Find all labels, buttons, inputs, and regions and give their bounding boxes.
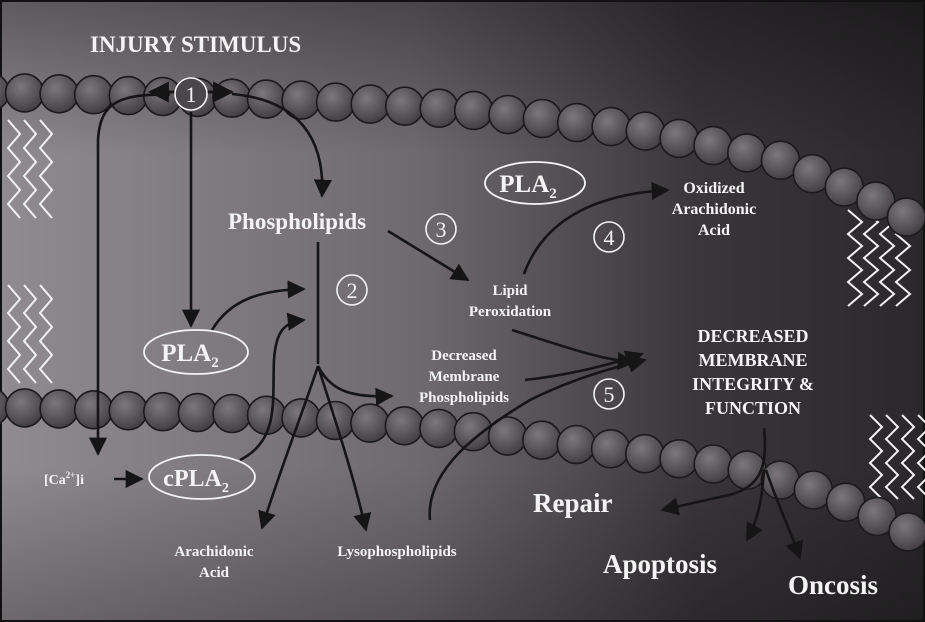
- membrane-bead: [523, 421, 561, 459]
- cpla2-label: cPLA: [163, 466, 222, 492]
- membrane-bead: [626, 112, 664, 150]
- membrane-bead: [557, 426, 595, 464]
- decreased-membrane-phospholipids-label: Decreased Membrane Phospholipids: [419, 348, 509, 406]
- apoptosis-label: Apoptosis: [603, 549, 717, 579]
- membrane-bead: [75, 76, 113, 114]
- svg-text:Acid: Acid: [698, 222, 730, 239]
- step-5-number: 5: [604, 382, 615, 407]
- svg-text:Decreased: Decreased: [431, 348, 497, 364]
- membrane-bead: [40, 75, 78, 113]
- membrane-bead: [351, 85, 389, 123]
- svg-text:Oxidized: Oxidized: [683, 180, 744, 197]
- injury-stimulus-title: INJURY STIMULUS: [90, 32, 301, 57]
- svg-text:Membrane: Membrane: [429, 369, 500, 385]
- membrane-bead: [213, 395, 251, 433]
- svg-text:MEMBRANE: MEMBRANE: [699, 350, 808, 370]
- step-2-number: 2: [347, 278, 358, 303]
- cpla2-subscript: 2: [222, 481, 229, 496]
- step-1-number: 1: [186, 82, 197, 107]
- svg-text:Arachidonic: Arachidonic: [174, 544, 254, 560]
- membrane-bead: [6, 389, 44, 427]
- svg-text:Peroxidation: Peroxidation: [469, 304, 552, 320]
- membrane-bead: [626, 435, 664, 473]
- membrane-bead: [455, 91, 493, 129]
- membrane-bead: [282, 81, 320, 119]
- membrane-bead: [386, 87, 424, 125]
- svg-text:cPLA2: cPLA2: [163, 466, 229, 496]
- membrane-bead: [523, 100, 561, 138]
- membrane-bead: [694, 445, 732, 483]
- oncosis-label: Oncosis: [788, 570, 878, 600]
- svg-text:Acid: Acid: [199, 565, 230, 581]
- membrane-bead: [351, 404, 389, 442]
- membrane-bead: [420, 89, 458, 127]
- lysophospholipids-label: Lysophospholipids: [337, 544, 456, 560]
- pla2-left-label: PLA: [161, 340, 211, 367]
- membrane-bead: [248, 80, 286, 118]
- svg-text:Arachidonic: Arachidonic: [672, 201, 756, 218]
- membrane-bead: [660, 440, 698, 478]
- membrane-bead: [144, 393, 182, 431]
- phospholipids-label: Phospholipids: [228, 209, 366, 234]
- svg-text:Lipid: Lipid: [492, 283, 528, 299]
- step-4-number: 4: [604, 225, 615, 250]
- membrane-bead: [888, 198, 925, 236]
- pla2-left-subscript: 2: [211, 355, 219, 371]
- membrane-bead: [660, 119, 698, 157]
- membrane-bead: [317, 83, 355, 121]
- pla2-top-subscript: 2: [549, 186, 557, 202]
- svg-text:DECREASED: DECREASED: [697, 326, 808, 346]
- membrane-bead: [454, 413, 492, 451]
- repair-label: Repair: [533, 488, 613, 518]
- membrane-bead: [420, 409, 458, 447]
- pla2-top-label: PLA: [499, 171, 549, 198]
- membrane-bead: [178, 394, 216, 432]
- membrane-bead: [558, 104, 596, 142]
- membrane-bead: [248, 396, 286, 434]
- step-3-number: 3: [436, 217, 447, 242]
- calcium-label: [Ca2+]i: [44, 470, 84, 488]
- svg-text:FUNCTION: FUNCTION: [705, 398, 801, 418]
- membrane-bead: [109, 392, 147, 430]
- membrane-bead: [592, 430, 630, 468]
- svg-text:Phospholipids: Phospholipids: [419, 390, 509, 406]
- svg-text:INTEGRITY &: INTEGRITY &: [692, 374, 814, 394]
- membrane-bead: [6, 74, 44, 112]
- membrane-bead: [489, 96, 527, 134]
- membrane-bead: [75, 391, 113, 429]
- membrane-bead: [40, 390, 78, 428]
- membrane-bead: [213, 79, 251, 117]
- svg-text:PLA2: PLA2: [161, 340, 219, 371]
- membrane-bead: [694, 127, 732, 165]
- membrane-bead: [728, 134, 766, 172]
- membrane-bead: [592, 108, 630, 146]
- svg-text:PLA2: PLA2: [499, 171, 557, 202]
- membrane-bead: [385, 407, 423, 445]
- membrane-bead: [761, 461, 799, 499]
- membrane-bead: [889, 513, 925, 551]
